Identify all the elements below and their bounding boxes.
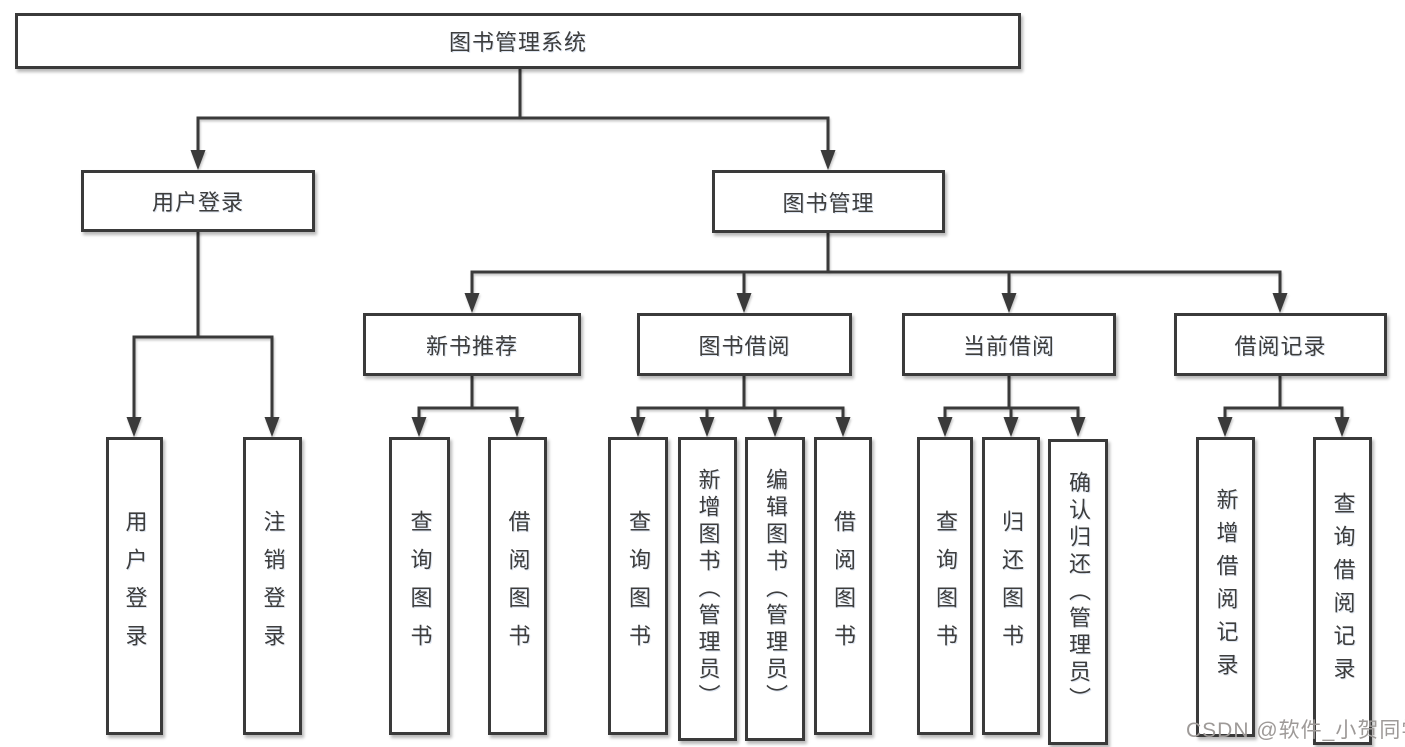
arrowhead-icon — [1334, 417, 1350, 437]
node-current-borrow: 当前借阅 — [902, 313, 1116, 376]
arrowhead-icon — [1070, 417, 1086, 437]
arrowhead-icon — [464, 293, 480, 313]
node-leaf-bb-add-book: 新增图书（管理员） — [678, 437, 737, 741]
node-leaf-bb-edit-book: 编辑图书（管理员） — [745, 437, 805, 741]
arrowhead-icon — [937, 417, 953, 437]
arrowhead-icon — [767, 417, 783, 437]
node-book-borrow: 图书借阅 — [637, 313, 852, 376]
node-leaf-bb-query-book: 查询图书 — [608, 437, 668, 735]
arrowhead-icon — [1217, 417, 1233, 437]
connector-from-root — [196, 67, 830, 155]
node-leaf-cb-query-book: 查询图书 — [917, 437, 973, 735]
node-leaf-rec-borrow-book: 借阅图书 — [488, 437, 547, 735]
arrowhead-icon — [411, 417, 427, 437]
node-new-book-rec: 新书推荐 — [363, 313, 581, 376]
node-book-mgmt: 图书管理 — [712, 170, 945, 233]
connector-from-book-borrow — [636, 374, 845, 422]
node-leaf-cb-confirm: 确认归还（管理员） — [1048, 439, 1108, 745]
arrowhead-icon — [264, 417, 280, 437]
arrowhead-icon — [1003, 417, 1019, 437]
arrowhead-icon — [835, 417, 851, 437]
node-leaf-user-login: 用户登录 — [106, 437, 163, 735]
arrowhead-icon — [630, 417, 646, 437]
connector-from-new-book-rec — [417, 374, 519, 422]
arrowhead-icon — [1272, 293, 1288, 313]
arrowhead-icon — [699, 417, 715, 437]
connector-from-book-mgmt — [470, 231, 1282, 298]
arrowhead-icon — [126, 417, 142, 437]
connector-from-user-login — [132, 230, 274, 422]
arrowhead-icon — [509, 417, 525, 437]
node-leaf-bb-borrow-book: 借阅图书 — [814, 437, 872, 735]
node-leaf-br-query-record: 查询借阅记录 — [1313, 437, 1372, 745]
node-user-login: 用户登录 — [81, 170, 315, 232]
node-leaf-br-add-record: 新增借阅记录 — [1196, 437, 1255, 737]
connector-from-current-borrow — [943, 374, 1080, 422]
node-borrow-records: 借阅记录 — [1174, 313, 1387, 376]
node-root: 图书管理系统 — [15, 13, 1021, 69]
connector-from-borrow-records — [1223, 374, 1344, 422]
arrowhead-icon — [820, 150, 836, 170]
node-leaf-rec-query-book: 查询图书 — [389, 437, 450, 735]
node-leaf-cb-return-book: 归还图书 — [982, 437, 1040, 735]
arrowhead-icon — [736, 293, 752, 313]
arrowhead-icon — [1001, 293, 1017, 313]
watermark-text: CSDN @软件_小贺同学 — [1186, 719, 1405, 742]
node-leaf-logout: 注销登录 — [243, 437, 302, 735]
arrowhead-icon — [190, 150, 206, 170]
